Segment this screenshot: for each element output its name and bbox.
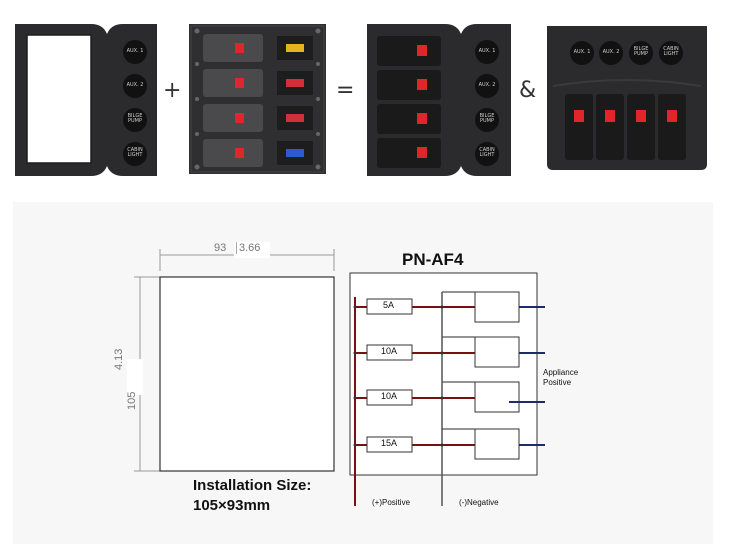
height-in-label: 4.13: [113, 348, 125, 370]
width-in-label: 3.66: [236, 242, 260, 254]
installation-size: Installation Size: 105×93mm: [193, 476, 311, 516]
appliance-label-line2: Positive: [543, 378, 572, 387]
assembled-panel: AUX. 1 AUX. 2 BILGE PUMP CABIN LIGHT: [365, 20, 513, 180]
switch-panel-with-fuses: [189, 24, 326, 174]
negative-label: (-)Negative: [459, 498, 499, 507]
fuse-1-label: 5A: [383, 300, 395, 310]
ampersand-operator: &: [519, 78, 537, 103]
label-cabin-light: CABIN LIGHT: [663, 46, 679, 57]
horizontal-panel: AUX. 1 AUX. 2 BILGE PUMP CABIN LIGHT: [545, 24, 709, 172]
fuse-4-label: 15A: [381, 438, 398, 448]
label-aux2: AUX. 2: [602, 49, 620, 55]
label-aux2: AUX. 2: [126, 82, 144, 88]
plus-operator: +: [163, 78, 182, 103]
label-cabin-light: CABIN LIGHT: [127, 147, 143, 158]
height-mm-label: 105: [126, 391, 138, 410]
positive-label: (+)Positive: [372, 498, 411, 507]
dimension-drawing: [127, 242, 335, 472]
installation-size-line2: 105×93mm: [193, 497, 271, 514]
label-bilge-pump: BILGE PUMP: [633, 46, 649, 57]
appliance-label: Appliance Positive: [543, 368, 578, 388]
label-aux1: AUX. 1: [573, 49, 591, 55]
fuse-3-label: 10A: [381, 391, 398, 401]
appliance-label-line1: Appliance: [543, 368, 579, 377]
fuse-2-label: 10A: [381, 346, 398, 356]
label-bilge-pump: BILGE PUMP: [479, 113, 495, 124]
installation-size-line1: Installation Size:: [193, 477, 312, 494]
schematic-title: PN-AF4: [402, 250, 464, 269]
label-bilge-pump: BILGE PUMP: [127, 113, 143, 124]
wiring-schematic: [349, 272, 545, 506]
faceplate-cover: AUX. 1 AUX. 2 BILGE PUMP CABIN LIGHT: [11, 20, 161, 180]
equals-operator: =: [336, 78, 355, 103]
label-aux1: AUX. 1: [478, 48, 496, 54]
label-aux1: AUX. 1: [126, 48, 144, 54]
label-cabin-light: CABIN LIGHT: [479, 147, 495, 158]
label-aux2: AUX. 2: [478, 82, 496, 88]
width-mm-label: 93: [214, 242, 227, 254]
